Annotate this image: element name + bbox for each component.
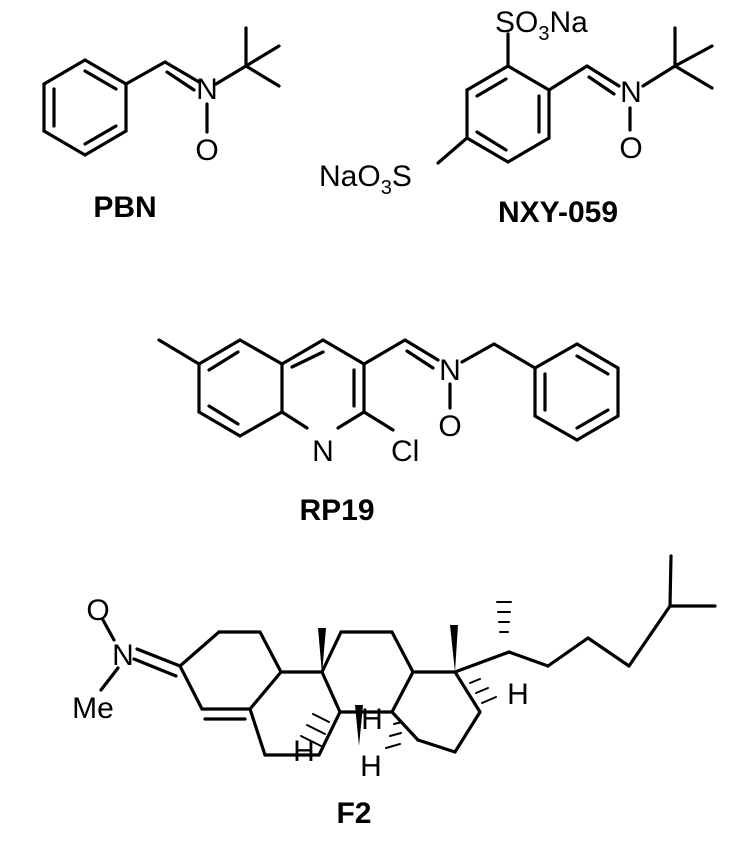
f2-nitrone-group	[99, 618, 182, 692]
f2-oxygen-label: O	[86, 594, 109, 627]
rp19-benzyl-ring	[533, 342, 620, 442]
pbn-structure: N O PBN	[42, 26, 281, 224]
f2-hashed-bond-c20	[496, 601, 512, 633]
pbn-benzene-ring	[42, 58, 128, 157]
pbn-nitrogen-label: N	[196, 73, 218, 106]
f2-hashed-bond-c17	[469, 678, 497, 704]
rp19-structure: N N O Cl RP19	[157, 338, 620, 527]
nxy059-nitrogen-label: N	[620, 76, 642, 109]
compound-name-rp19: RP19	[299, 494, 374, 527]
nxy059-top-sulfonate-label: SO3Na	[495, 6, 588, 45]
rp19-substituent-bonds	[157, 338, 537, 432]
nxy059-structure: SO3Na NaO3S N O NXY-059	[319, 6, 714, 229]
rp19-oxygen-label: O	[438, 410, 461, 443]
f2-hydrogen-label-c14: H	[360, 750, 382, 783]
f2-ring-c	[320, 630, 415, 714]
f2-hydrogen-label-c17: H	[507, 678, 529, 711]
rp19-nitrogen-label: N	[439, 354, 461, 387]
pbn-nitrone-chain	[124, 26, 281, 134]
pbn-oxygen-label: O	[195, 134, 218, 167]
f2-nitrogen-label: N	[112, 639, 134, 672]
f2-hashed-bond-c8	[300, 713, 330, 747]
nxy059-substituent-bonds	[436, 26, 714, 165]
f2-hydrogen-label-c8: H	[293, 735, 315, 768]
compound-name-f2: F2	[336, 797, 371, 830]
f2-ring-b	[248, 670, 342, 757]
f2-methyl-label: Me	[72, 692, 114, 725]
rp19-ring-nitrogen-label: N	[312, 435, 334, 468]
nxy059-left-sulfonate-label: NaO3S	[319, 160, 412, 199]
rp19-chlorine-label: Cl	[391, 435, 419, 468]
f2-side-chain	[453, 554, 717, 674]
f2-ring-a	[178, 630, 283, 721]
f2-stereo-bonds	[300, 601, 512, 749]
f2-structure: N O Me H H H H F2	[72, 554, 717, 830]
f2-hydrogen-label-c9: H	[361, 703, 383, 736]
compound-name-pbn: PBN	[93, 191, 156, 224]
nxy059-benzene-ring	[465, 64, 551, 164]
rp19-quinoline-rings	[197, 338, 366, 438]
f2-ring-d	[390, 670, 482, 754]
compound-name-nxy059: NXY-059	[498, 196, 618, 229]
nxy059-oxygen-label: O	[619, 132, 642, 165]
f2-hashed-bond-c14	[385, 721, 403, 749]
